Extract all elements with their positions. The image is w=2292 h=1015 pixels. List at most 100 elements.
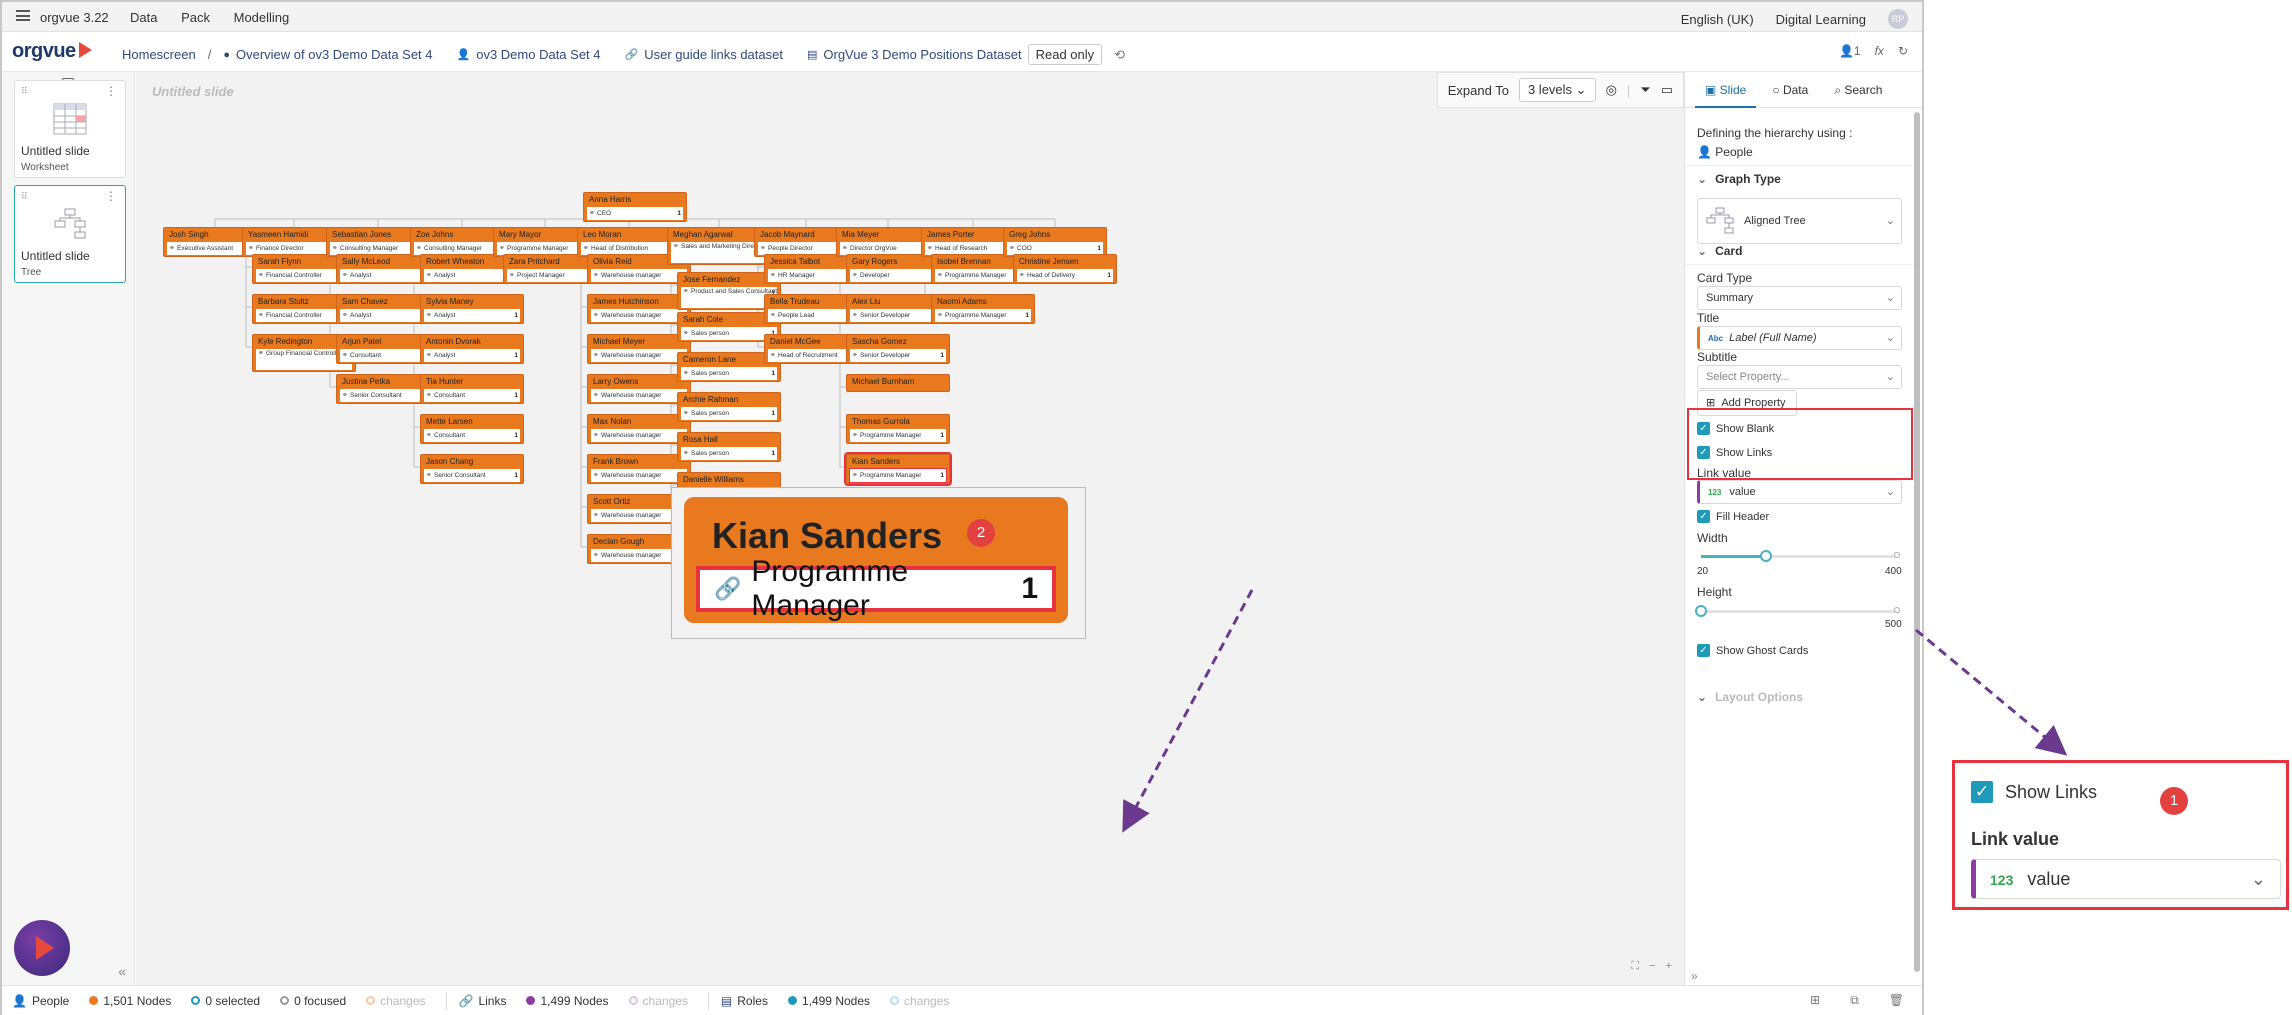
width-slider[interactable] xyxy=(1701,550,1900,562)
show-ghost-cards-checkbox[interactable]: ✓Show Ghost Cards xyxy=(1697,644,1808,657)
org-card[interactable]: James HutchinsonWarehouse manager1 xyxy=(587,294,691,324)
slide-title-placeholder[interactable]: Untitled slide xyxy=(152,84,234,99)
graph-type-section[interactable]: Graph Type xyxy=(1697,172,1781,186)
layout-options-section[interactable]: Layout Options xyxy=(1697,690,1803,704)
expand-panel-icon[interactable]: » xyxy=(1691,969,1698,983)
slide-thumbnail-worksheet[interactable]: ⠿ ⋮ Untitled slide Worksheet xyxy=(14,80,126,178)
org-card[interactable]: Jose FernandezProduct and Sales Consulta… xyxy=(677,272,781,310)
more-icon[interactable]: ⋮ xyxy=(105,84,117,98)
refresh-icon[interactable]: ⟲ xyxy=(1114,46,1126,62)
org-card[interactable]: Bella TrudeauPeople Lead1 xyxy=(764,294,868,324)
expand-levels-dropdown[interactable]: 3 levels ⌄ xyxy=(1518,78,1596,102)
card-type-dropdown[interactable]: Summary⌄ xyxy=(1697,286,1902,310)
tab-search[interactable]: ⌕ Search xyxy=(1834,82,1883,97)
tab-slide[interactable]: ▣ Slide xyxy=(1695,72,1757,108)
menu-pack[interactable]: Pack xyxy=(181,10,210,25)
card-section[interactable]: Card xyxy=(1697,244,1742,258)
zoom-out-icon[interactable]: − xyxy=(1649,960,1656,972)
add-icon[interactable]: ⊞ xyxy=(1810,993,1821,1007)
show-blank-checkbox[interactable]: ✓Show Blank xyxy=(1697,422,1774,435)
menu-modelling[interactable]: Modelling xyxy=(233,10,290,25)
show-links-checkbox[interactable]: ✓Show Links xyxy=(1697,446,1772,459)
breadcrumb-links-dataset[interactable]: User guide links dataset xyxy=(644,47,783,62)
card-name: Arjun Patel xyxy=(342,337,382,346)
fit-screen-icon[interactable]: ⛶ xyxy=(1631,960,1640,972)
slider-knob[interactable] xyxy=(1695,605,1707,617)
read-only-badge: Read only xyxy=(1027,44,1103,65)
breadcrumb-separator: / xyxy=(207,47,212,62)
add-property-button[interactable]: ⊞ Add Property xyxy=(1697,390,1797,416)
card-link-value: 1 xyxy=(940,352,944,359)
status-actions: ⊞ ⧉ 🗑 xyxy=(1810,993,1904,1008)
org-card[interactable]: Antonin DvorakAnalyst1 xyxy=(420,334,524,364)
comments-icon[interactable]: ▭ xyxy=(1660,82,1673,97)
status-roles[interactable]: ▤Roles xyxy=(720,993,768,1008)
tab-data[interactable]: ○ Data xyxy=(1772,82,1809,97)
tree-canvas[interactable]: Untitled slide Expand To 3 levels ⌄ ◎ | … xyxy=(136,72,1684,985)
card-name: Jacob Maynard xyxy=(760,230,815,239)
status-links[interactable]: 🔗Links xyxy=(458,993,507,1008)
graph-type-dropdown[interactable]: Aligned Tree⌄ xyxy=(1697,198,1902,244)
slider-knob[interactable] xyxy=(1759,550,1772,562)
drag-handle-icon[interactable]: ⠿ xyxy=(21,86,28,96)
org-card[interactable]: Max NolanWarehouse manager1 xyxy=(587,414,691,444)
fx-icon[interactable]: fx xyxy=(1874,44,1884,58)
orgvue-logo[interactable]: orgvue xyxy=(12,40,92,63)
org-card[interactable]: Mette LarsenConsultant1 xyxy=(420,414,524,444)
orgvue-assistant-icon[interactable] xyxy=(14,920,70,976)
fill-header-checkbox[interactable]: ✓Fill Header xyxy=(1697,510,1769,523)
breadcrumb-homescreen[interactable]: Homescreen xyxy=(122,47,196,62)
user-count-icon[interactable]: 👤1 xyxy=(1838,44,1861,58)
slider-end xyxy=(1894,607,1900,613)
org-card[interactable]: Tia HunterConsultant1 xyxy=(420,374,524,404)
breadcrumb-positions-dataset[interactable]: OrgVue 3 Demo Positions Dataset xyxy=(823,47,1022,62)
palette-icon[interactable]: ◎ xyxy=(1605,82,1617,97)
trash-icon[interactable]: 🗑 xyxy=(1888,993,1904,1007)
subtitle-dropdown[interactable]: Select Property...⌄ xyxy=(1697,365,1902,389)
more-icon[interactable]: ⋮ xyxy=(105,189,117,203)
org-card[interactable]: Greg JohnsCOO1 xyxy=(1003,227,1107,257)
height-slider[interactable] xyxy=(1695,605,1900,617)
org-card[interactable]: Kyle RedingtonGroup Financial Controller… xyxy=(252,334,356,372)
org-card[interactable]: Anna HarrisCEO1 xyxy=(583,192,687,222)
hamburger-icon[interactable] xyxy=(16,10,30,21)
collapse-panel-icon[interactable]: « xyxy=(118,963,126,979)
drag-handle-icon[interactable]: ⠿ xyxy=(21,191,28,201)
zoom-in-icon[interactable]: + xyxy=(1665,960,1672,972)
org-card[interactable]: Leo MoranHead of Distribution1 xyxy=(577,227,681,257)
dimension-people[interactable]: 👤 People xyxy=(1697,145,1753,159)
org-card[interactable]: Larry OwensWarehouse manager1 xyxy=(587,374,691,404)
language-selector[interactable]: English (UK) xyxy=(1680,11,1754,27)
sync-icon[interactable]: ↻ xyxy=(1897,44,1908,58)
zoomed-card: Kian Sanders 🔗 Programme Manager 1 xyxy=(684,497,1068,623)
breadcrumb-dataset[interactable]: ov3 Demo Data Set 4 xyxy=(476,47,601,62)
copy-icon[interactable]: ⧉ xyxy=(1850,993,1859,1007)
breadcrumb-overview[interactable]: Overview of ov3 Demo Data Set 4 xyxy=(235,47,433,62)
card-link-role: Project Manager xyxy=(507,269,603,282)
panel-scrollbar[interactable] xyxy=(1914,112,1920,972)
org-card[interactable]: Frank BrownWarehouse manager1 xyxy=(587,454,691,484)
org-card[interactable]: Olivia ReidWarehouse manager1 xyxy=(587,254,691,284)
org-card[interactable]: Michael Burnham xyxy=(846,374,950,392)
status-people[interactable]: 👤People xyxy=(12,993,70,1008)
avatar[interactable]: RP xyxy=(1888,9,1908,29)
filter-icon[interactable]: ⏷ xyxy=(1640,82,1651,97)
menu-data[interactable]: Data xyxy=(130,10,158,25)
org-card[interactable]: Meghan AgarwalSales and Marketing Direct… xyxy=(667,227,771,265)
slide-thumbnail-tree[interactable]: ⠿ ⋮ Untitled slide Tree xyxy=(14,185,126,283)
digital-learning-link[interactable]: Digital Learning xyxy=(1775,11,1866,27)
org-card[interactable]: Sylvia ManeyAnalyst1 xyxy=(420,294,524,324)
